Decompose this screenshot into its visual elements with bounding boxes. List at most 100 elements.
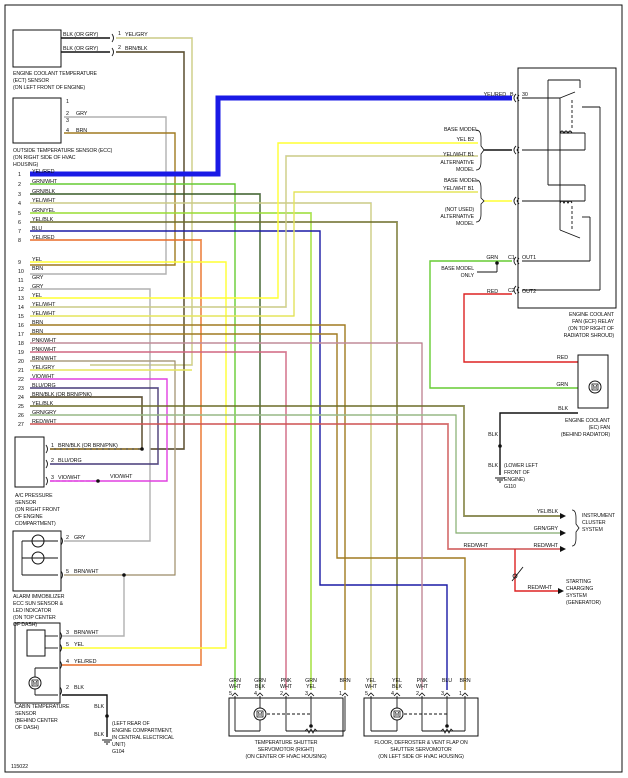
- fan-motor-caption: (BEHIND RADIATOR): [561, 432, 610, 438]
- relay-group1-bottom: MODEL: [456, 167, 474, 173]
- motor-glyph: M: [395, 712, 400, 718]
- ac-connector: [45, 444, 48, 454]
- wire-brn-wht-tracer: [30, 360, 176, 576]
- module-pin-label: PNK/WHT: [32, 338, 57, 344]
- sun-pin-number: 5: [66, 569, 69, 575]
- cabin-connector: [59, 686, 62, 696]
- ac-splice-label: VIO/WHT: [110, 474, 133, 480]
- floor-servo-pin-wire-label: YEL: [366, 678, 376, 684]
- temp-servo-pin-number: 5: [229, 691, 232, 697]
- outside-temp-pin-number: 3: [66, 118, 69, 124]
- temp-servo-pin-wire-label: GRN: [305, 678, 317, 684]
- cluster-input-label: GRN/GRY: [534, 526, 559, 532]
- wire-yel-gry-tracer: [90, 37, 193, 366]
- ect-pin-number: 1: [118, 31, 121, 37]
- floor-servo-pin-connector: [443, 692, 451, 697]
- wire-yel-wht-relay-b1-tracer: [30, 155, 478, 308]
- relay-group1-b1: YEL/WHT B1: [443, 152, 474, 158]
- outside-temp-pin-label: BRN: [76, 128, 87, 134]
- temp-servo-motor-icon: M: [253, 707, 267, 721]
- relay-group1-brace: [475, 129, 485, 171]
- relay-30-connector: B: [510, 92, 514, 98]
- temp-servo-caption: (ON CENTER OF HVAC HOUSING): [245, 754, 326, 760]
- module-pin-label: GRN/GRY: [32, 410, 57, 416]
- fan-relay-box: [517, 67, 617, 309]
- g104-ground-icon: [102, 739, 112, 745]
- wire-grn-gry-cluster-tracer: [30, 414, 560, 534]
- module-pin-label: YEL/BLK: [32, 401, 54, 407]
- g110-caption: (LOWER LEFT: [504, 463, 539, 469]
- module-pin-label: GRN/WHT: [32, 179, 58, 185]
- wire-blu: [30, 230, 448, 690]
- outside-temp-sensor-caption: OUTSIDE TEMPERATURE SENSOR (ECC): [13, 148, 113, 154]
- sun-pin-label: BRN/WHT: [74, 569, 99, 575]
- ac-splice: [140, 447, 144, 451]
- fan-relay-caption: FAN (ECF) RELAY: [572, 319, 615, 325]
- module-pin-label: BRN: [32, 329, 43, 335]
- cabin-sensor-caption: SENSOR: [15, 711, 37, 717]
- floor-servo-pin-number: 5: [365, 691, 368, 697]
- ect-pin-number: 2: [118, 45, 121, 51]
- floor-servo-pin-wire-label: BRN: [459, 678, 470, 684]
- ect-sensor-box: [12, 29, 62, 68]
- ac-pressure-sensor-box: [14, 436, 45, 488]
- wire-yel-blk-6-tracer: [30, 221, 398, 690]
- fusible-link-icon: [512, 573, 518, 579]
- outside-temp-sensor-caption: HOUSING): [13, 162, 39, 168]
- cabin-pin-number: 5: [66, 642, 69, 648]
- cabin-sensor-box: [14, 622, 61, 704]
- module-pin-label: PNK/WHT: [32, 347, 57, 353]
- cabin-pin-label: BRN/WHT: [74, 630, 99, 636]
- wire-blk-fan-ground: [499, 412, 578, 475]
- ect-sensor-caption: (ECT) SENSOR: [13, 78, 49, 84]
- sun-sensor-caption: ALARM IMMOBILIZER: [13, 594, 65, 600]
- module-pin-number: 22: [18, 377, 24, 383]
- motor-glyph: M: [593, 385, 598, 391]
- module-pin-number: 15: [18, 314, 24, 320]
- wire-red-fan: [463, 293, 578, 363]
- floor-servo-caption: (ON LEFT SIDE OF HVAC HOUSING): [378, 754, 464, 760]
- cabin-pin-number: 2: [66, 685, 69, 691]
- temp-servo-pin-connector: [256, 692, 264, 697]
- cluster-input-label: RED/WHT: [534, 543, 559, 549]
- outside-temp-sensor-caption: (ON RIGHT SIDE OF HVAC: [13, 155, 76, 161]
- module-pin-label: YEL/BLK: [32, 217, 54, 223]
- temp-servo-pin-wire-label: BLK: [255, 684, 265, 690]
- temp-servo-pin-wire-label: GRN: [229, 678, 241, 684]
- temp-servo-pin-wire-label: WHT: [280, 684, 293, 690]
- relay-connector-b1: [513, 145, 520, 155]
- fan-motor-icon: M: [588, 380, 602, 394]
- cabin-pin-number: 4: [66, 659, 69, 665]
- ac-pin-label: BLU/ORG: [58, 458, 82, 464]
- sun-splice: [122, 573, 126, 577]
- wire-yel-wht-4-tracer: [30, 202, 372, 690]
- g104-caption: ENGINE COMPARTMENT,: [112, 728, 173, 734]
- temp-servo-pin-number: 2: [280, 691, 283, 697]
- module-pin-label: BRN: [32, 320, 43, 326]
- floor-servo-pin-wire-label: BLK: [392, 684, 402, 690]
- sun-connector: [60, 570, 63, 580]
- wire-gry-outside: [30, 116, 167, 275]
- module-pin-label: BRN: [32, 266, 43, 272]
- g104-caption: IN CENTRAL ELECTRICAL: [112, 735, 174, 741]
- module-pin-number: 5: [18, 211, 21, 217]
- ac-pin-number: 1: [51, 443, 54, 449]
- temp-servo-pin-number: 4: [254, 691, 257, 697]
- floor-servo-pin-number: 2: [416, 691, 419, 697]
- relay-out1-note: BASE MODEL: [441, 266, 474, 272]
- temp-servo-caption: SERVOMOTOR (RIGHT): [258, 747, 315, 753]
- temp-servo-wiper: [309, 724, 313, 728]
- sun-sensor-caption: LED INDICATOR: [13, 608, 52, 614]
- module-pin-number: 14: [18, 305, 24, 311]
- wire-pnk-wht-temp-tracer: [30, 351, 287, 690]
- temp-servo-pin-wire-label: GRN: [254, 678, 266, 684]
- temp-servo-caption: TEMPERATURE SHUTTER: [255, 740, 318, 746]
- motor-core: [256, 710, 264, 718]
- module-pin-label: BLU/ORG: [32, 383, 56, 389]
- cabin-sensor-caption: OF DASH): [15, 725, 39, 731]
- outside-temp-pin-number: 1: [66, 99, 69, 105]
- module-pin-number: 19: [18, 350, 24, 356]
- temp-servo-pin-connector: [341, 692, 349, 697]
- wire-red-wht-charging: [514, 549, 560, 592]
- floor-servo-pin-connector: [418, 692, 426, 697]
